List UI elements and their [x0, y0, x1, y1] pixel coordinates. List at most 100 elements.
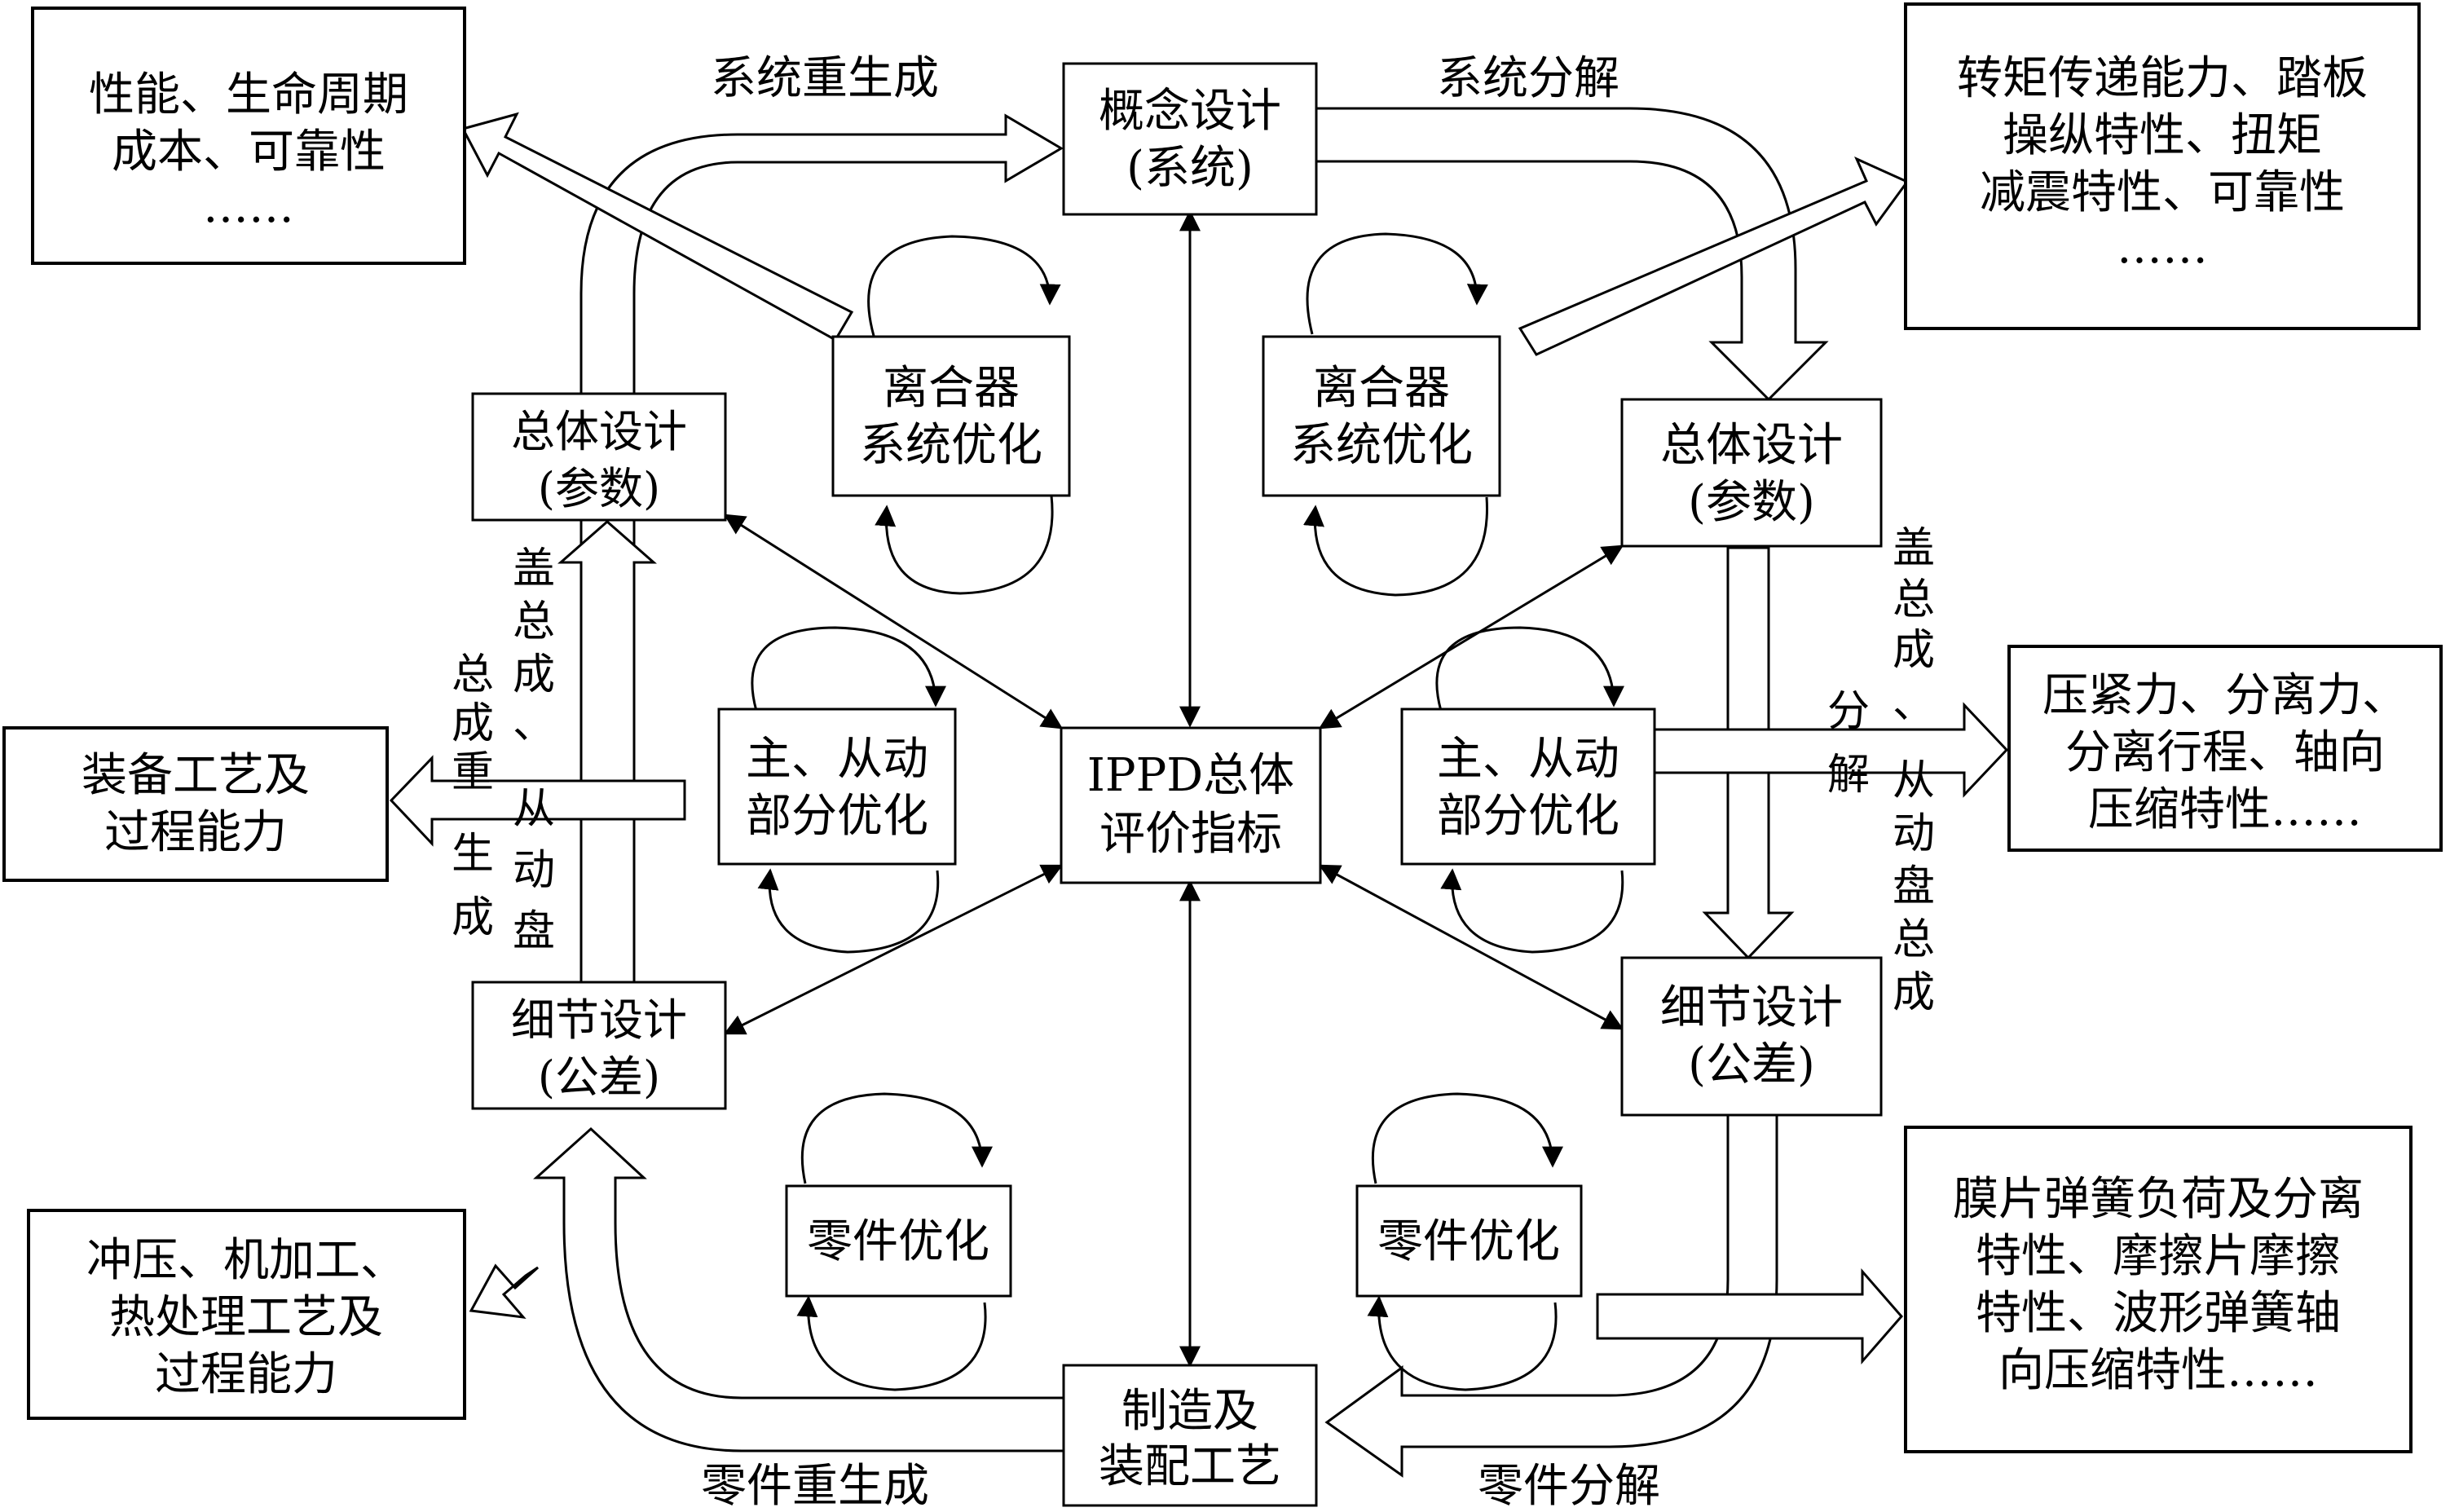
label-right-col-char: 从 — [1893, 756, 1935, 805]
label-right-col-char: 成 — [1893, 626, 1935, 675]
drive-opt-left-node: 主、从动 部分优化 — [717, 708, 957, 866]
label-system-regen: 系统重生成 — [711, 52, 939, 105]
loop-part-left-top — [800, 1092, 993, 1184]
label-right-col-char: 盘 — [1893, 862, 1935, 911]
info-top-right: 转矩传递能力、踏板 操纵特性、扭矩 减震特性、可靠性 …… — [1904, 2, 2421, 330]
drive-opt-right-node: 主、从动 部分优化 — [1400, 708, 1656, 866]
info-bottom-right-line-1: 膜片弹簧负荷及分离 — [1953, 1173, 2364, 1226]
loop-clutch-right-top — [1306, 232, 1488, 335]
label-part-regen: 零件重生成 — [701, 1460, 929, 1512]
clutch-opt-left-line-1: 离合器 — [883, 362, 1020, 415]
manufacturing-node: 制造及 装配工艺 — [1062, 1364, 1318, 1507]
label-left-col2-char: 盘 — [513, 907, 555, 956]
detail-left-node-line-1: 细节设计 — [511, 994, 687, 1046]
part-opt-right-line-1: 零件优化 — [1377, 1215, 1560, 1268]
info-mid-left-line-1: 装备工艺及 — [82, 749, 310, 802]
stamping-arrow — [469, 1263, 539, 1319]
drive-opt-right-line-1: 主、从动 — [1437, 733, 1619, 786]
concept-node-line-2: (系统) — [1126, 142, 1254, 195]
clutch-opt-right-node: 离合器 系统优化 — [1262, 335, 1501, 497]
label-decomp-short: 分 解 — [1827, 687, 1870, 800]
loop-clutch-right-bottom — [1303, 496, 1488, 597]
overall-right-node-line-1: 总体设计 — [1660, 419, 1843, 472]
manufacturing-node-line-2: 装配工艺 — [1099, 1440, 1281, 1493]
label-right-col-char: 、 — [1893, 679, 1935, 728]
manufacturing-node-line-1: 制造及 — [1121, 1385, 1258, 1438]
system-decomp-arrow — [1315, 107, 1829, 402]
detail-left-node-line-2: (公差) — [538, 1051, 660, 1103]
label-right-col-char: 成 — [1893, 968, 1935, 1017]
left-up-arrow — [557, 520, 657, 984]
info-bottom-left: 冲压、机加工、 热处理工艺及 过程能力 — [27, 1209, 466, 1420]
loop-drive-left-bottom — [757, 868, 940, 954]
part-opt-left-node: 零件优化 — [785, 1184, 1012, 1298]
label-right-col-char: 总 — [1893, 915, 1935, 964]
detail-left-node: 细节设计 (公差) — [471, 981, 727, 1110]
info-bottom-right-line-2: 特性、摩擦片摩擦 — [1976, 1230, 2341, 1283]
loop-drive-left-top — [751, 626, 946, 712]
label-left-col2: 盖 总 成 、 从 动 盘 — [513, 544, 555, 956]
label-left-col2-char: 盖 — [513, 544, 555, 593]
right-diagonal-arrow — [1518, 156, 1910, 356]
link-overall-right-center — [1318, 544, 1624, 730]
label-decomp-short-char: 解 — [1827, 751, 1870, 800]
info-mid-right-line-1: 压紧力、分离力、 — [2042, 669, 2408, 722]
overall-left-node-line-1: 总体设计 — [511, 406, 687, 457]
loop-clutch-left-bottom — [875, 495, 1054, 595]
loop-drive-right-bottom — [1440, 868, 1624, 954]
info-mid-left: 装备工艺及 过程能力 — [2, 726, 389, 882]
label-left-col2-char: 、 — [513, 699, 555, 748]
label-left-col1-char: 重 — [452, 748, 494, 797]
detail-right-node-line-2: (公差) — [1688, 1038, 1815, 1091]
info-top-right-line-3: 减震特性、可靠性 — [1980, 166, 2345, 219]
part-decomp-arrow — [1324, 1113, 1778, 1478]
info-bottom-left-line-2: 热处理工艺及 — [109, 1291, 383, 1344]
label-left-col2-char: 动 — [513, 846, 555, 895]
label-left-col1-char: 生 — [452, 830, 494, 879]
label-left-col2-char: 成 — [513, 650, 555, 699]
overall-left-node-line-2: (参数) — [538, 463, 660, 514]
label-left-col2-char: 从 — [513, 785, 555, 834]
center-node-line-2: 评价指标 — [1099, 808, 1282, 861]
loop-clutch-left-top — [867, 235, 1061, 337]
info-bottom-left-line-3: 过程能力 — [155, 1348, 337, 1401]
info-top-right-line-4: …… — [2117, 221, 2208, 274]
info-top-left-line-1: 性能、生命周期 — [89, 68, 408, 121]
label-left-col1-char: 成 — [452, 699, 494, 748]
link-overall-left-center — [723, 514, 1064, 730]
info-mid-left-line-2: 过程能力 — [104, 806, 287, 859]
center-node-line-1: IPPD总体 — [1087, 749, 1294, 802]
label-right-col-char: 动 — [1893, 809, 1935, 858]
loop-drive-right-top — [1435, 626, 1624, 712]
concept-node: 概念设计 (系统) — [1062, 62, 1318, 216]
drive-opt-left-line-1: 主、从动 — [746, 733, 928, 786]
info-top-right-line-1: 转矩传递能力、踏板 — [1957, 52, 2368, 105]
drive-opt-left-line-2: 部分优化 — [746, 790, 928, 843]
clutch-opt-left-node: 离合器 系统优化 — [831, 335, 1071, 497]
label-left-col2-char: 总 — [513, 597, 555, 646]
loop-part-left-bottom — [796, 1295, 987, 1391]
part-opt-right-node: 零件优化 — [1355, 1184, 1583, 1298]
left-diagonal-arrow — [460, 112, 854, 342]
equip-arrow — [389, 755, 686, 847]
label-right-col: 盖 总 成 、 从 动 盘 总 成 — [1893, 524, 1935, 1017]
info-bottom-right-line-3: 特性、波形弹簧轴 — [1976, 1287, 2341, 1340]
info-mid-right-line-2: 分离行程、轴向 — [2065, 726, 2385, 779]
film-arrow — [1596, 1268, 1903, 1364]
detail-right-node: 细节设计 (公差) — [1620, 956, 1883, 1117]
loop-part-right-bottom — [1367, 1295, 1558, 1391]
center-node: IPPD总体 评价指标 — [1060, 726, 1322, 884]
label-left-col1: 总 成 重 生 成 — [452, 650, 494, 942]
info-top-left-line-3: …… — [203, 180, 294, 233]
drive-opt-right-line-2: 部分优化 — [1437, 790, 1619, 843]
info-top-left: 性能、生命周期 成本、可靠性 …… — [31, 7, 466, 265]
clutch-opt-right-line-2: 系统优化 — [1290, 419, 1473, 472]
label-part-decomp: 零件分解 — [1478, 1460, 1660, 1512]
info-mid-right-line-3: 压缩特性…… — [2088, 783, 2362, 836]
info-bottom-left-line-1: 冲压、机加工、 — [86, 1234, 406, 1287]
info-top-left-line-2: 成本、可靠性 — [112, 126, 386, 179]
clutch-opt-left-line-2: 系统优化 — [860, 419, 1042, 472]
concept-node-line-1: 概念设计 — [1099, 85, 1281, 138]
overall-right-node-line-2: (参数) — [1688, 476, 1815, 529]
link-detail-left-center — [723, 864, 1064, 1035]
